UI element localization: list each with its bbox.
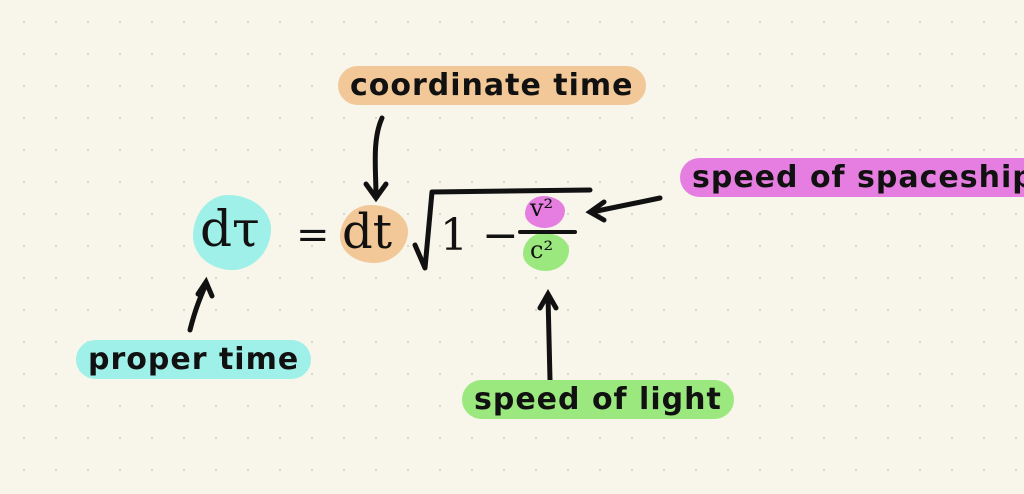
highlight-coordinate-time — [340, 205, 408, 263]
label-proper-time: proper time — [76, 340, 312, 379]
fraction-numerator: v² — [530, 194, 554, 222]
one-minus: 1 − — [440, 210, 519, 261]
coordinate-time-symbol: dt — [342, 204, 393, 260]
equals-sign: = — [296, 212, 330, 258]
arrow-speed-of-spaceship — [585, 195, 663, 223]
fraction-denominator: c² — [530, 236, 554, 264]
label-coordinate-time: coordinate time — [338, 66, 646, 105]
label-speed-of-light: speed of light — [462, 380, 734, 419]
square-root-sign — [412, 187, 593, 271]
label-speed-of-spaceship: speed of spaceship — [680, 158, 1024, 197]
highlight-light-speed — [523, 233, 569, 271]
proper-time-symbol: dτ — [200, 200, 260, 258]
highlight-proper-time — [193, 195, 271, 270]
arrow-proper-time — [187, 276, 215, 333]
highlight-velocity — [525, 196, 565, 228]
arrow-coordinate-time — [363, 115, 389, 203]
arrow-speed-of-light — [537, 288, 559, 383]
